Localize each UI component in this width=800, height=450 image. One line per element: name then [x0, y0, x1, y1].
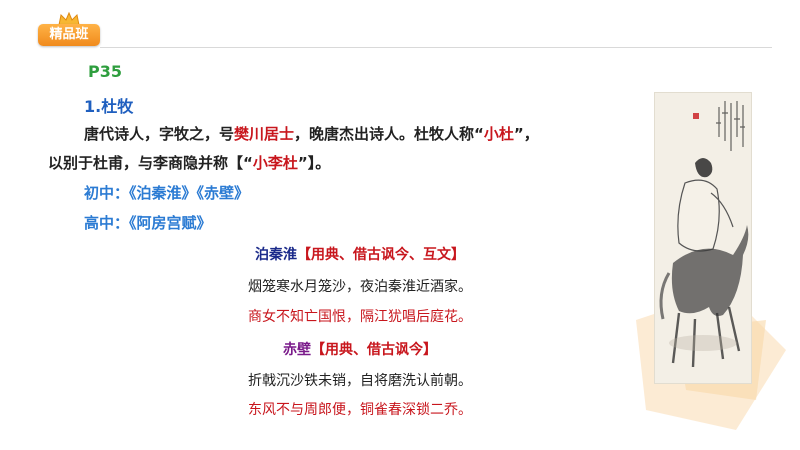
intro-line-2: 以别于杜甫，与李商隐并称【“小李杜”】。 — [48, 152, 330, 173]
ink-painting — [654, 92, 752, 384]
poem1-line-2: 商女不知亡国恨，隔江犹唱后庭花。 — [248, 309, 472, 325]
section-heading: 1.杜牧 — [84, 97, 134, 116]
intro-line-1: 唐代诗人，字牧之，号樊川居士，晚唐杰出诗人。杜牧人称“小杜”， — [84, 123, 539, 144]
course-badge-label: 精品班 — [49, 27, 89, 42]
high-school-titles: 《阿房宫赋》 — [129, 214, 212, 232]
poem2-line-1: 折戟沉沙铁未销，自将磨洗认前朝。 — [248, 373, 472, 389]
intro-text: ”】。 — [297, 154, 331, 172]
poem2-tags: 【用典、借古讽今】 — [311, 342, 437, 358]
middle-school-works: 初中：《泊秦淮》《赤壁》 — [84, 182, 249, 203]
course-badge: 精品班 — [38, 24, 100, 46]
header-divider — [100, 47, 772, 48]
poem2-line-2: 东风不与周郎便，铜雀春深锁二乔。 — [248, 402, 472, 418]
crown-icon — [58, 12, 80, 26]
poem2-title-line: 赤壁【用典、借古讽今】 — [200, 339, 520, 359]
high-school-works: 高中：《阿房宫赋》 — [84, 212, 212, 233]
intro-text: ”， — [513, 125, 539, 143]
poem1-line-1: 烟笼寒水月笼沙，夜泊秦淮近酒家。 — [248, 279, 472, 295]
poem1-title-line: 泊秦淮【用典、借古讽今、互文】 — [200, 244, 520, 264]
poem1-tags: 【用典、借古讽今、互文】 — [297, 247, 465, 263]
intro-text: ，晚唐杰出诗人。杜牧人称“ — [294, 125, 484, 143]
page-number: P35 — [88, 62, 122, 81]
highlight-xiaolidu: 小李杜 — [252, 154, 298, 172]
scholar-horse-illustration — [659, 101, 749, 368]
poem2-title: 赤壁 — [283, 342, 311, 358]
middle-school-titles: 《泊秦淮》《赤壁》 — [129, 184, 250, 202]
high-school-label: 高中： — [84, 214, 130, 232]
highlight-xiaodu: 小杜 — [483, 125, 514, 143]
intro-text: 以别于杜甫，与李商隐并称【“ — [48, 154, 253, 172]
intro-text: 唐代诗人，字牧之，号 — [84, 125, 235, 143]
highlight-nickname: 樊川居士 — [234, 125, 295, 143]
poem1-title: 泊秦淮 — [255, 247, 297, 263]
middle-school-label: 初中： — [84, 184, 130, 202]
